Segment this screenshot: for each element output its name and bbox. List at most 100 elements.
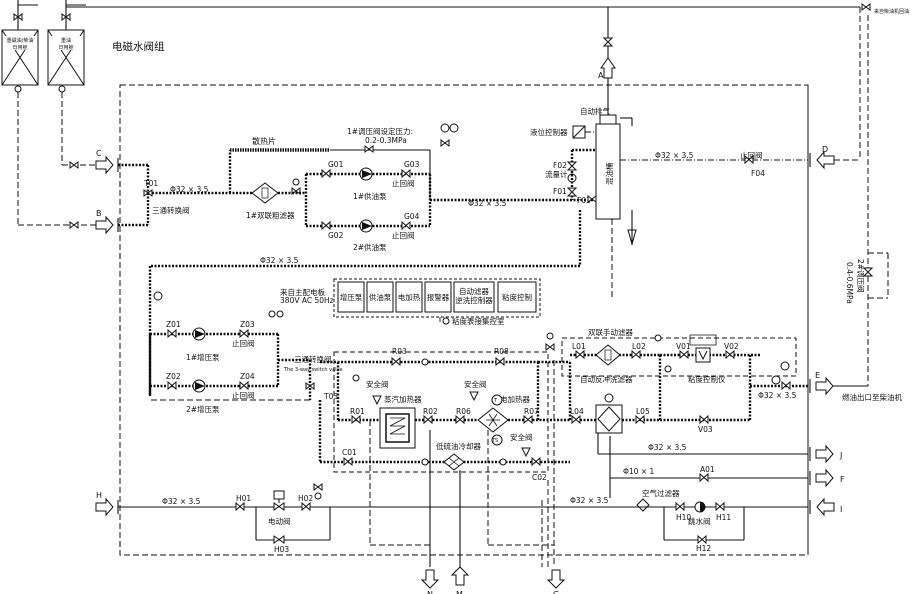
svg-text:F04: F04	[751, 169, 765, 178]
port-n: N	[420, 569, 440, 594]
auto-vent-label: 自动排气	[580, 106, 610, 116]
tank-diesel: 重磁油/柴油 日用舱	[1, 29, 39, 86]
svg-text:R01: R01	[350, 407, 365, 416]
safety-valve-1: 安全阀	[366, 379, 389, 406]
valve-g04: G04 止回阀	[392, 212, 420, 240]
svg-text:T: T	[493, 398, 498, 404]
valve-f04: 止回阀 F04	[740, 150, 765, 178]
valve-h01: H01	[235, 494, 251, 512]
port-c: C	[95, 149, 114, 175]
valve-r01: R01	[350, 407, 365, 425]
control-box-viscosity: 粘度控制	[497, 281, 537, 313]
port-a: A	[598, 71, 604, 80]
svg-text:V02: V02	[724, 342, 739, 351]
svg-text:L04: L04	[570, 407, 584, 416]
svg-text:粘度控制仪: 粘度控制仪	[688, 374, 726, 384]
svg-text:电加热器: 电加热器	[500, 394, 530, 404]
svg-text:V03: V03	[698, 425, 713, 434]
svg-text:I: I	[840, 505, 842, 514]
valve-f01: F01	[553, 187, 567, 196]
pipe-spec-return: Φ32 × 3.5	[260, 256, 299, 265]
valve-f03: F03	[577, 196, 591, 205]
svg-text:G01: G01	[328, 160, 344, 169]
valve-l04: L04	[570, 407, 584, 425]
valve-h03: H03	[273, 535, 289, 554]
level-controller: 液位控制器	[530, 125, 586, 139]
svg-text:B: B	[96, 209, 102, 218]
svg-text:C01: C01	[342, 448, 357, 457]
svg-text:Z03: Z03	[240, 320, 255, 329]
svg-text:止回阀: 止回阀	[392, 178, 415, 188]
svg-text:V01: V01	[676, 342, 691, 351]
steam-heater: 蒸汽加热器	[379, 394, 422, 449]
valve-h02: H02	[298, 494, 313, 512]
port-i: I	[816, 497, 842, 517]
valve-r02: R02	[423, 407, 438, 425]
radiator: 散热片	[230, 136, 330, 152]
port-a-arrow	[600, 57, 616, 79]
svg-text:跳水阀: 跳水阀	[688, 516, 711, 526]
valve-z01: Z01	[166, 320, 181, 339]
valve-g01: G01	[321, 160, 344, 179]
control-box-supply: 供油泵	[366, 281, 394, 313]
valve-c02: C02	[531, 456, 547, 482]
safety-valve-3: 安全阀	[510, 432, 533, 458]
port-h: H	[95, 491, 114, 517]
tank-heavy-label-2: 日用舱	[58, 44, 73, 51]
diesel-return-valve-icon	[861, 3, 871, 11]
tank-vent-valve-icon	[13, 13, 71, 21]
svg-text:蒸汽加热器: 蒸汽加热器	[384, 394, 422, 404]
port-m: M	[450, 566, 470, 594]
tank-outlet-valve-icon	[69, 161, 79, 169]
svg-text:安全阀: 安全阀	[366, 379, 389, 389]
svg-text:三通转换阀: 三通转换阀	[152, 205, 190, 215]
svg-text:粘度控制: 粘度控制	[502, 292, 532, 302]
three-way-valve-t03: 三通转换阀 The 3-way switch valve T03	[283, 354, 343, 401]
control-box-alarm: 报警器	[424, 281, 452, 313]
svg-text:H12: H12	[696, 544, 711, 553]
valve-l05: L05	[635, 407, 650, 425]
svg-text:F: F	[840, 475, 845, 484]
valve-f02: F02	[553, 161, 567, 170]
adjust-valve-2-value: 0.4-0.6MPa	[845, 262, 854, 304]
svg-text:C: C	[96, 149, 102, 158]
pipe-spec-small: Φ10 × 1	[623, 467, 654, 476]
auto-backwash-filter: 自动反冲洗滤器	[580, 374, 633, 434]
valve-g02: G02	[321, 220, 344, 240]
valve-v03: V03	[698, 414, 713, 434]
svg-text:G03: G03	[404, 160, 420, 169]
valve-r03: R03	[391, 347, 407, 367]
booster-pump-1: 1#增压泵	[186, 327, 220, 362]
svg-text:电加热: 电加热	[398, 292, 421, 302]
svg-text:D: D	[822, 145, 828, 154]
svg-text:L01: L01	[572, 342, 586, 351]
valve-h11: H11	[715, 501, 731, 522]
three-way-valve-t01: T01 三通转换阀	[143, 179, 190, 215]
svg-text:T01: T01	[143, 179, 158, 188]
svg-text:N: N	[427, 590, 433, 594]
svg-text:M: M	[456, 590, 463, 594]
svg-text:H11: H11	[716, 513, 731, 522]
svg-text:H: H	[96, 491, 102, 500]
dual-coarse-filter: 1#双联粗滤器	[246, 182, 295, 220]
pipe-spec-j: Φ32 × 3.5	[648, 443, 687, 452]
svg-text:Z04: Z04	[240, 372, 255, 381]
valve-g03: G03 止回阀	[392, 160, 420, 188]
pipe-spec-mix: Φ32 × 3.5	[468, 199, 507, 208]
valve-z02: Z02	[166, 372, 181, 391]
svg-text:A01: A01	[700, 465, 715, 474]
svg-text:止回阀: 止回阀	[232, 338, 255, 348]
svg-text:散热片: 散热片	[252, 136, 276, 146]
svg-text:安全阀: 安全阀	[510, 432, 533, 442]
drain-valve: 跳水阀	[688, 501, 711, 526]
air-filter-label: 空气过滤器	[642, 488, 680, 498]
safety-valve-2: 安全阀	[464, 379, 487, 402]
svg-text:380V AC 50Hz: 380V AC 50Hz	[280, 296, 334, 305]
valve-r08: R08	[494, 347, 509, 367]
svg-text:安全阀: 安全阀	[464, 379, 487, 389]
adjust-valve-2-icon	[862, 267, 874, 277]
svg-text:供油泵: 供油泵	[369, 292, 392, 302]
svg-text:G02: G02	[328, 231, 344, 240]
svg-text:R06: R06	[456, 407, 471, 416]
motor-valve: 电动阀	[268, 490, 291, 526]
